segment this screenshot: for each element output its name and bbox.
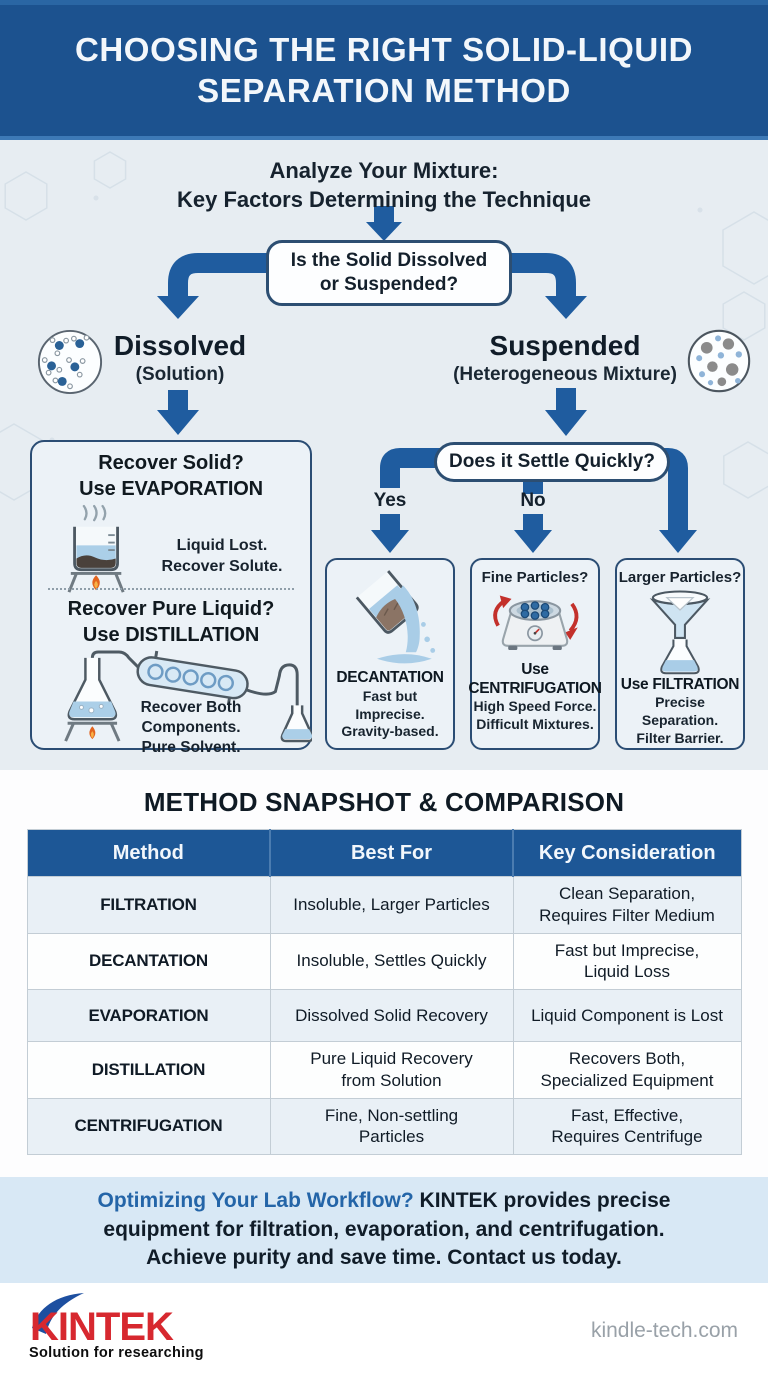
table-row: DECANTATION Insoluble, Settles Quickly F… — [26, 932, 742, 990]
dotted-divider — [48, 588, 294, 590]
table-row: FILTRATION Insoluble, Larger Particles C… — [26, 876, 742, 934]
funnel-flask-icon — [649, 590, 711, 675]
cell-method: DISTILLATION — [26, 1041, 271, 1099]
molecules-circle-icon — [37, 329, 103, 395]
brand-footer: KINTEK Solution for researching kindle-t… — [0, 1283, 768, 1376]
logo-tagline: Solution for researching — [29, 1345, 204, 1361]
cta-rest: KINTEK provides precise equipment for fi… — [103, 1189, 671, 1270]
comparison-section: METHOD SNAPSHOT & COMPARISON Method Best… — [0, 770, 768, 1178]
branch-label-no: No — [520, 490, 546, 511]
pouring-beaker-icon — [355, 570, 436, 664]
use-prefix: Use — [620, 675, 649, 693]
kintek-logo-icon: KINTEK — [30, 1293, 175, 1348]
heated-beaker-icon — [67, 504, 125, 593]
col-header-best-for: Best For — [269, 829, 513, 877]
distillation-method-name: DISTILLATION — [125, 624, 260, 646]
table-row: EVAPORATION Dissolved Solid Recovery Liq… — [26, 989, 742, 1042]
intro-line2: Key Factors Determining the Technique — [176, 187, 591, 213]
filtration-box: Larger Particles? Use FILTRATION Precise… — [615, 558, 745, 750]
cell-method: DECANTATION — [26, 932, 271, 990]
filtration-question: Larger Particles? — [618, 569, 742, 586]
decision-settle-quickly: Does it Settle Quickly? — [434, 442, 670, 482]
use-prefix: Use — [521, 661, 549, 678]
particles-circle-icon — [687, 329, 751, 393]
cell-best-for: Pure Liquid Recovery from Solution — [269, 1041, 514, 1099]
cell-method: CENTRIFUGATION — [26, 1097, 271, 1155]
cell-best-for: Insoluble, Settles Quickly — [269, 932, 514, 990]
header-banner: CHOOSING THE RIGHT SOLID-LIQUID SEPARATI… — [0, 0, 768, 140]
filtration-note: Precise Separation. Filter Barrier. — [636, 694, 724, 747]
branch-label-yes: Yes — [373, 490, 407, 511]
evaporation-distillation-box: Recover Solid? Use EVAPORATION — [30, 440, 314, 756]
cta-highlight: Optimizing Your Lab Workflow? — [97, 1189, 414, 1213]
evaporation-question: Recover Solid? — [98, 452, 244, 474]
comparison-title: METHOD SNAPSHOT & COMPARISON — [143, 787, 625, 817]
filtration-use-line: Use FILTRATION — [620, 675, 740, 695]
page-title-line1: CHOOSING THE RIGHT SOLID-LIQUID — [74, 31, 694, 69]
table-row: CENTRIFUGATION Fine, Non-settling Partic… — [26, 1097, 742, 1155]
branch-dissolved-subtitle: (Solution) — [135, 364, 225, 385]
logo-text: KINTEK — [30, 1305, 174, 1348]
centrifugation-box: Fine Particles? Use — [468, 558, 602, 750]
use-prefix: Use — [82, 624, 120, 646]
cell-method: FILTRATION — [26, 876, 271, 934]
decantation-method-name: DECANTATION — [336, 669, 444, 686]
col-header-method: Method — [27, 829, 270, 877]
cell-best-for: Insoluble, Larger Particles — [269, 876, 514, 934]
cell-consideration: Clean Separation, Requires Filter Medium — [512, 876, 742, 934]
evaporation-use-line: Use EVAPORATION — [32, 478, 310, 501]
comparison-table: Method Best For Key Consideration FILTRA… — [26, 829, 742, 1155]
branch-dissolved-title: Dissolved — [113, 330, 247, 361]
cell-best-for: Dissolved Solid Recovery — [269, 989, 514, 1042]
evaporation-method-name: EVAPORATION — [121, 478, 263, 500]
flowchart-section: Analyze Your Mixture: Key Factors Determ… — [0, 140, 768, 770]
centrifugation-method-name: CENTRIFUGATION — [468, 679, 602, 697]
filtration-method-name: FILTRATION — [652, 675, 740, 693]
table-row: DISTILLATION Pure Liquid Recovery from S… — [26, 1041, 742, 1099]
cta-band: Optimizing Your Lab Workflow? KINTEK pro… — [0, 1177, 768, 1283]
intro-line1: Analyze Your Mixture: — [269, 158, 499, 183]
cell-consideration: Fast, Effective, Requires Centrifuge — [512, 1097, 742, 1155]
intro-subtitle: Analyze Your Mixture: Key Factors Determ… — [0, 156, 768, 214]
cta-text: Optimizing Your Lab Workflow? KINTEK pro… — [62, 1187, 707, 1273]
distillation-note: Recover Both Components. Pure Solvent. — [140, 699, 242, 757]
cell-method: EVAPORATION — [26, 989, 271, 1042]
use-prefix: Use — [79, 478, 116, 500]
centrifuge-icon — [493, 595, 579, 650]
website-link[interactable]: kindle-tech.com — [590, 1319, 738, 1342]
centrifugation-question: Fine Particles? — [481, 569, 589, 586]
decantation-note: Fast but Imprecise. Gravity-based. — [341, 687, 439, 740]
branch-suspended-title: Suspended — [489, 330, 641, 361]
distillation-use-line: Use DISTILLATION — [32, 624, 310, 647]
cell-consideration: Liquid Component is Lost — [512, 989, 742, 1042]
branch-suspended-subtitle: (Heterogeneous Mixture) — [453, 364, 677, 385]
distillation-apparatus-icon — [64, 650, 314, 743]
distillation-question: Recover Pure Liquid? — [67, 598, 275, 620]
cell-best-for: Fine, Non-settling Particles — [269, 1097, 514, 1155]
decantation-box: DECANTATION Fast but Imprecise. Gravity-… — [325, 558, 455, 750]
decision-dissolved-or-suspended: Is the Solid Dissolved or Suspended? — [266, 240, 512, 306]
cell-consideration: Recovers Both, Specialized Equipment — [512, 1041, 742, 1099]
distillation-illustration: Recover Both Components. Pure Solvent. — [33, 650, 314, 756]
cell-consideration: Fast but Imprecise, Liquid Loss — [512, 932, 742, 990]
centrifugation-use-line: Use CENTRIFUGATION — [468, 661, 602, 698]
page-title-line2: SEPARATION METHOD — [197, 71, 571, 109]
table-header-row: Method Best For Key Consideration — [27, 829, 741, 877]
col-header-key-consideration: Key Consideration — [512, 829, 741, 877]
centrifugation-note: High Speed Force. Difficult Mixtures. — [473, 698, 597, 733]
evaporation-note: Liquid Lost. Recover Solute. — [161, 537, 283, 575]
